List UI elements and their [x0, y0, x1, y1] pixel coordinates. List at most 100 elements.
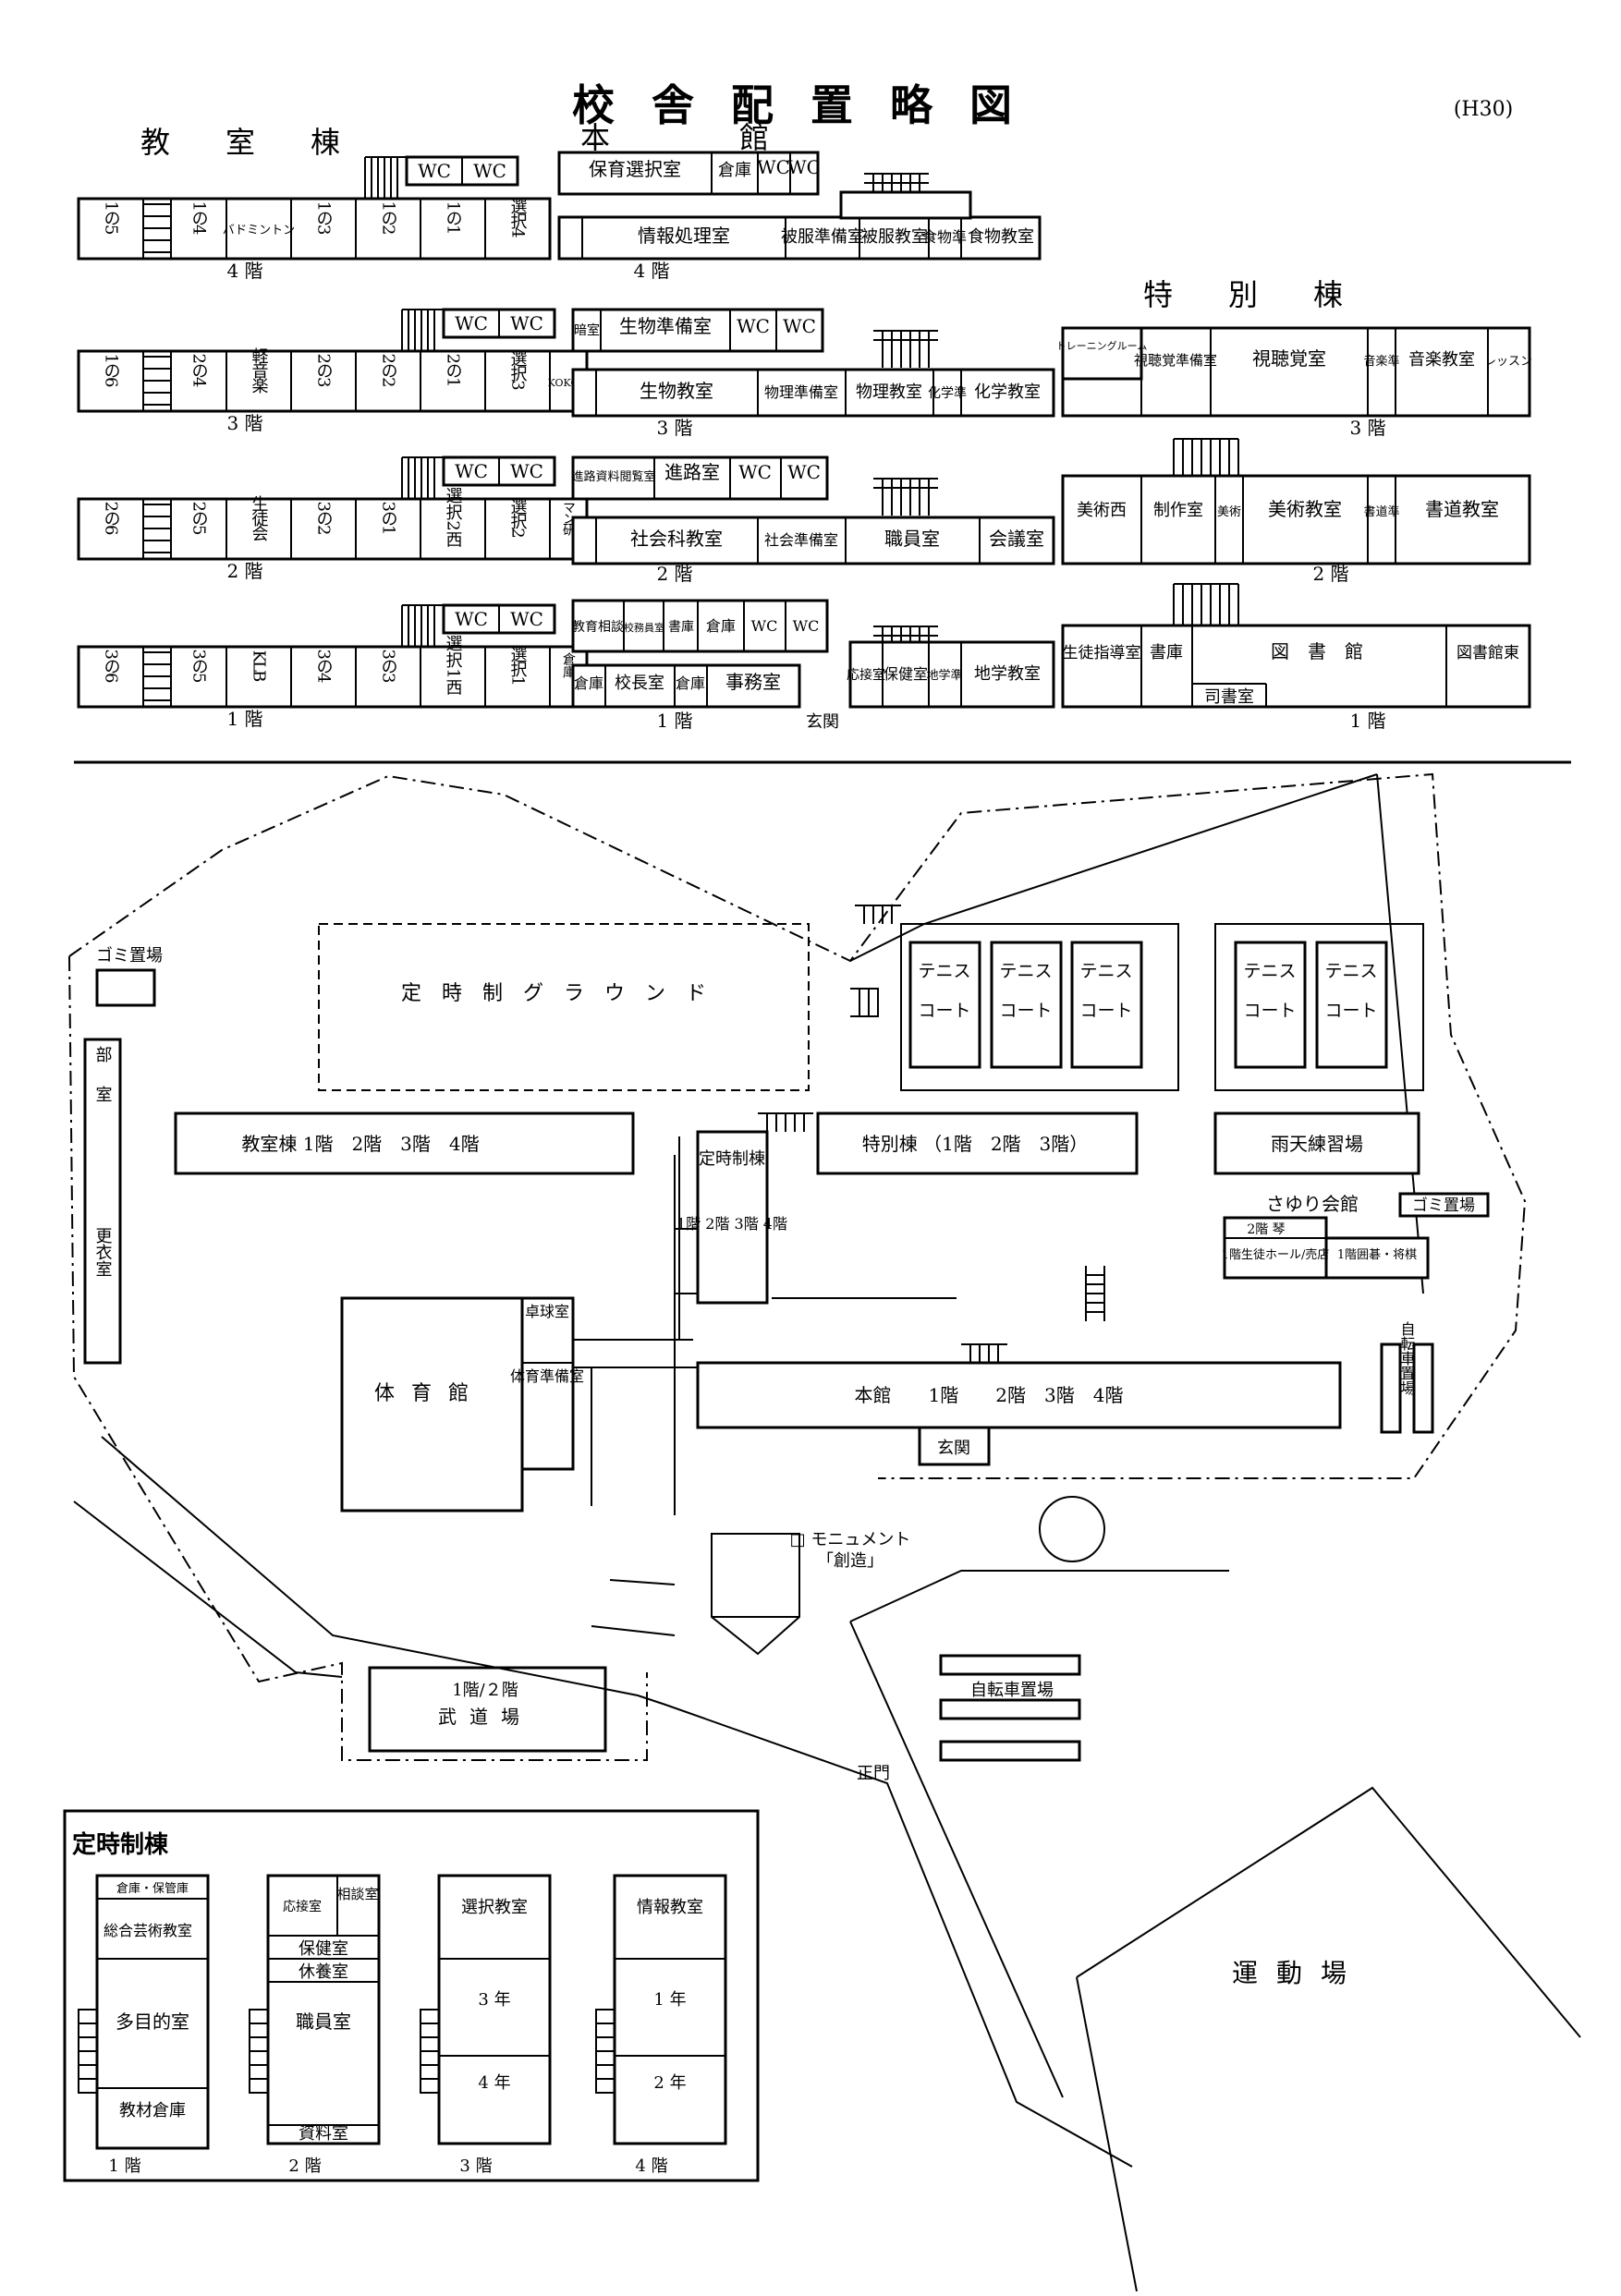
honkan3-butsuri: 物理教室	[856, 383, 922, 402]
honkan4-floor-label: 4 階	[633, 260, 669, 282]
honkan3-kagaku-jun: 化学準	[928, 386, 967, 401]
tokubetsu-floor-1: 生徒指導室 書庫 司書室 図書館 図書館東 1 階	[1061, 583, 1531, 732]
teiji4-joho: 情報教室	[637, 1898, 703, 1917]
honkan3-seibutsu: 生物教室	[640, 380, 713, 402]
kyoshitsu-cell: 軽音楽	[250, 347, 269, 394]
toku3-shichokaku-jun: 視聴覚準備室	[1134, 352, 1217, 369]
kyoshitsu-cell: 選択2西	[444, 487, 463, 548]
teiji2-osetsu: 応接室	[283, 1899, 322, 1914]
honkan1-kocho: 校長室	[615, 674, 664, 693]
kyoshitsu-floor-label: 4 階	[226, 260, 262, 282]
honkan3-kagaku: 化学教室	[974, 383, 1041, 402]
site-map: 定時制グラウンド ゴミ置場 部室 更衣室 テニスコートテニスコートテニスコートテ…	[68, 772, 1581, 2292]
honkan1-soko: 倉庫	[706, 617, 736, 635]
honkan2-wc1: WC	[738, 461, 772, 483]
kyoshitsu-inner-stairs	[142, 351, 172, 411]
honkan1-komuin: 校務員室	[624, 621, 664, 634]
taiikukan	[340, 1296, 524, 1512]
honkan3-floor-label: 3 階	[656, 417, 692, 439]
kyoshitsu-cell: 3の4	[314, 650, 334, 683]
honkan2-kaigi: 会議室	[989, 528, 1044, 550]
kyoshitsu-cell: 2の5	[189, 502, 209, 535]
year-label: (H30)	[1454, 98, 1513, 121]
honkan4-shoku-jun: 食物準	[922, 228, 967, 246]
teiji-floor3: 3 階	[459, 2156, 492, 2176]
honkan1-genkan: 玄関	[806, 712, 839, 732]
kyoshitsu-inner-stairs	[142, 499, 172, 559]
teiji2-hoken: 保健室	[299, 1939, 348, 1959]
header-tokubetsu: 特別棟	[1143, 277, 1398, 312]
kyoshitsu-stairs	[401, 604, 444, 647]
honkan4-soko: 倉庫	[718, 161, 751, 180]
genkan-map	[918, 1426, 991, 1466]
kyoshitsu-cell: 選択4	[508, 198, 528, 237]
teiji-to-floors: 1階 2階 3階 4階	[676, 1215, 787, 1233]
honkan2-shinro-shiryo: 進路資料閲覧室	[571, 469, 655, 484]
kyoshitsu-cell: 3の2	[314, 502, 334, 534]
toku2-bijutsu-nishi: 美術西	[1077, 501, 1127, 520]
budojo-floor-label: 1階/２階	[452, 1681, 518, 1700]
kyoshitsu-stairs	[364, 156, 407, 199]
kyoshitsu-cell: 生徒会	[250, 495, 269, 541]
teiji-to-building	[696, 1130, 769, 1305]
honkan4-hifuku-jun: 被服準備室	[781, 227, 864, 247]
teiji3-sentaku: 選択教室	[461, 1898, 528, 1917]
tennis-court-4	[1234, 941, 1307, 1069]
honkan2-shokuin: 職員室	[884, 528, 940, 550]
gomi2-label: ゴミ置場	[1412, 1196, 1475, 1215]
gomi1-label: ゴミ置場	[96, 946, 163, 966]
kyoshitsu-inner-stairs	[142, 647, 172, 707]
honkan3-butsuri-jun: 物理準備室	[764, 383, 838, 401]
kyoshitsu-cell: 3の6	[102, 650, 121, 683]
kyoshitsu-cell: 2の3	[314, 354, 334, 387]
sozo-label: 「創造」	[817, 1551, 884, 1571]
kyoshitsu-wc-label: WC	[510, 608, 543, 630]
teiji4-1nen: 1 年	[653, 1990, 686, 2010]
honkan-stairs	[864, 173, 938, 642]
teiji2-sodan: 相談室	[336, 1886, 378, 1902]
teiji-section-title: 定時制棟	[72, 1830, 169, 1859]
kyoshitsu-cell: 1の6	[102, 354, 121, 387]
teiji-floor1: 1 階	[108, 2156, 140, 2176]
site-boundary	[68, 772, 1527, 1479]
honkan2-shakai-jun: 社会準備室	[764, 531, 838, 549]
honkan1-chigaku: 地学教室	[974, 664, 1041, 684]
tennis-court-label: テニス	[918, 961, 970, 981]
toku1-floor-label: 1 階	[1349, 710, 1385, 732]
honkan3-seibutsu-jun: 生物準備室	[619, 315, 712, 337]
kyoshitsu-cell: 選択1西	[444, 635, 463, 696]
header-honkan: 本館	[580, 120, 898, 155]
kyoshitsu-cell: 1の2	[379, 201, 398, 234]
kyoshitsu-wc-label: WC	[473, 160, 506, 182]
tennis-court-label: コート	[918, 1001, 970, 1021]
honkan2-floor-label: 2 階	[656, 563, 692, 585]
genkan-map-label: 玄関	[937, 1439, 970, 1458]
kyoshitsu-floor-label: 3 階	[226, 412, 262, 434]
gomi-okiba-2	[1398, 1192, 1490, 1218]
honkan-floor-2: 進路資料閲覧室 進路室 WC WC 社会科教室 社会準備室 職員室 会議室 2 …	[571, 456, 1055, 585]
undojo-label: 運動場	[1232, 1958, 1365, 1988]
jitensha-okiba-1	[1380, 1342, 1402, 1434]
toku2-shodo: 書道教室	[1425, 498, 1499, 520]
tennis-court-label: コート	[1324, 1001, 1377, 1021]
tennis-court-label: テニス	[999, 961, 1052, 981]
jitensha-okiba-2: 自転車置場	[939, 1654, 1081, 1762]
uten-label: 雨天練習場	[1271, 1133, 1363, 1155]
tennis-court-3	[1070, 941, 1143, 1069]
tokubetsu-bar	[816, 1112, 1139, 1175]
honkan4-hifuku: 被服教室	[861, 227, 928, 247]
sayuri-label: さゆり会館	[1266, 1193, 1359, 1215]
honkan4-wc2: WC	[787, 156, 821, 178]
page-title: 校舎配置略図	[572, 80, 1049, 130]
jitensha1-label: 自転車置場	[1398, 1321, 1416, 1396]
toku1-shoko: 書庫	[1150, 643, 1183, 662]
undojo-boundary	[1076, 1786, 1581, 2292]
honkan-floor-3: 暗室 生物準備室 WC WC 生物教室 物理準備室 物理教室 化学準 化学教室 …	[571, 308, 1055, 439]
toku2-bijutsu: 美術	[1217, 505, 1241, 519]
teiji1-kyozai: 教材倉庫	[119, 2101, 186, 2120]
tennis-court-5	[1315, 941, 1388, 1069]
uten-renshujo	[1213, 1112, 1420, 1175]
honkan-floor-4: 保育選択室 倉庫 WC WC 情報処理室 被服準備室 被服教室 食物準 食物教室…	[557, 151, 1042, 282]
toku1-toshokan-higashi: 図書館東	[1456, 644, 1519, 662]
